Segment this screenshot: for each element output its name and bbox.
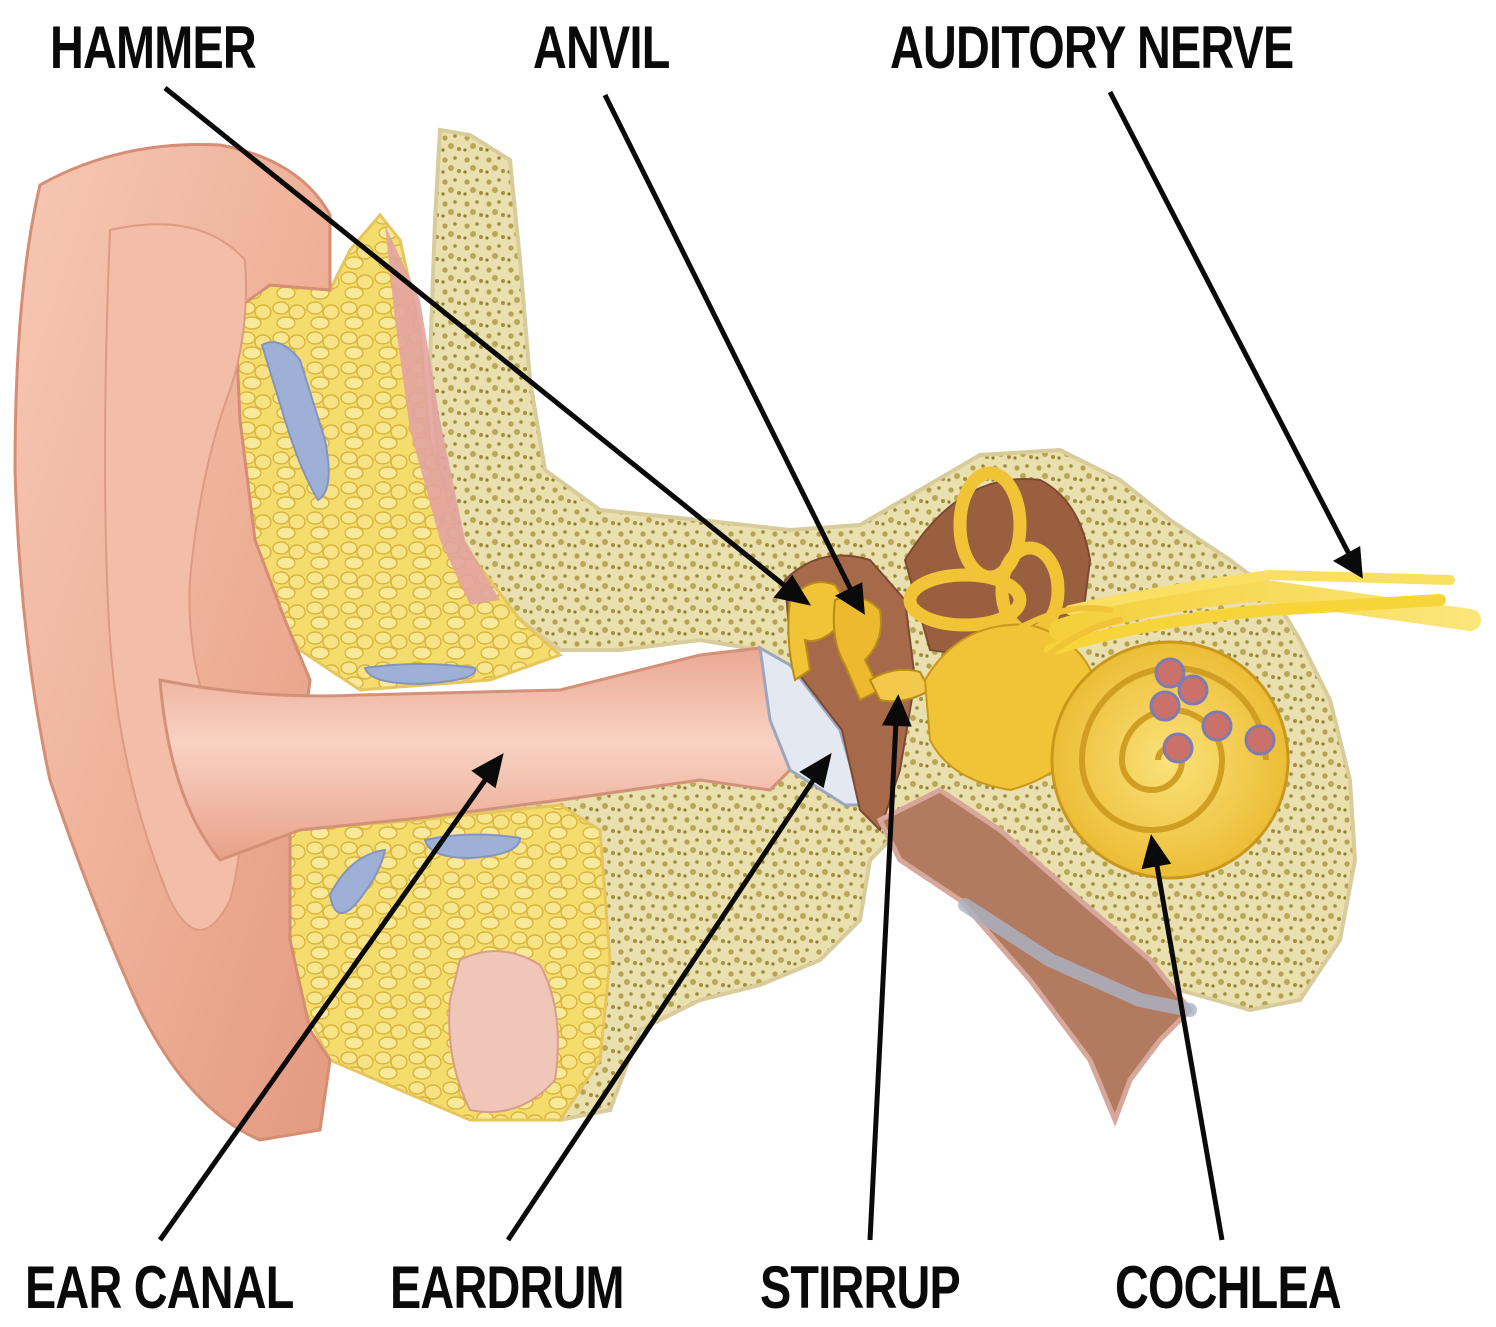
- stirrup-label: STIRRUP: [760, 1258, 960, 1318]
- parotid-gland: [449, 951, 558, 1112]
- cochlea-label: COCHLEA: [1115, 1258, 1341, 1318]
- cochlea-spiral: [1052, 642, 1288, 878]
- eardrum-label: EARDRUM: [390, 1258, 624, 1318]
- ear-canal-label: EAR CANAL: [25, 1258, 294, 1318]
- auditory-nerve-label: AUDITORY NERVE: [890, 18, 1293, 78]
- hammer-label: HAMMER: [50, 18, 256, 78]
- anvil-label: ANVIL: [533, 18, 670, 78]
